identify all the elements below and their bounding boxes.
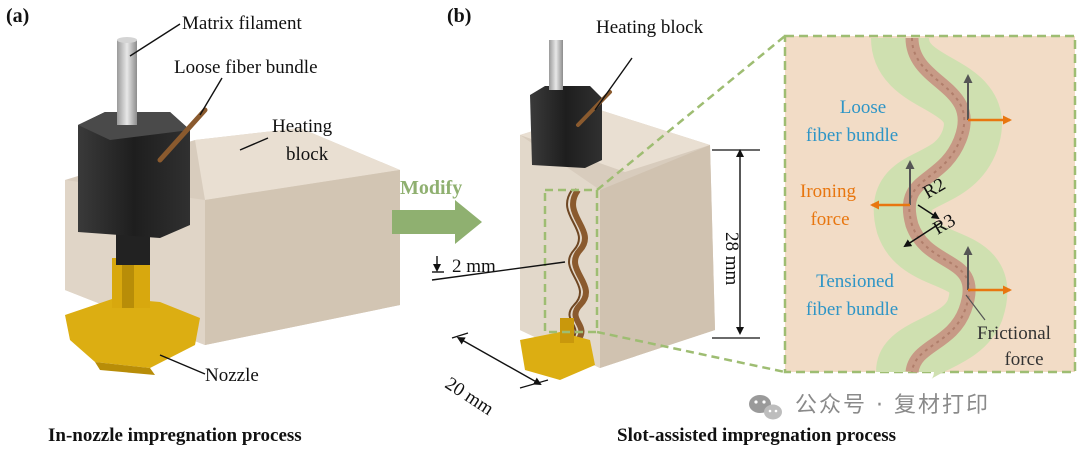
modify-arrow xyxy=(392,200,482,244)
zoom-source-box xyxy=(543,188,599,334)
slot-depth-label: 2 mm xyxy=(452,256,496,277)
heating-block-a-label-line1: Heating xyxy=(272,116,333,137)
tensioned-label-line2: fiber bundle xyxy=(805,299,899,320)
fiber-bundle-zoom xyxy=(902,37,976,374)
frictional-label-line2: force xyxy=(1004,349,1044,370)
tensioned-label-line1: Tensioned xyxy=(816,271,894,292)
loose-fiber-bundle-label: Loose fiber bundle xyxy=(174,57,318,78)
nozzle-a xyxy=(65,298,200,368)
heating-block-a-top xyxy=(195,128,400,200)
matrix-filament-rod xyxy=(117,40,137,125)
panel-a-caption: In-nozzle impregnation process xyxy=(48,425,302,446)
height-dimension-label: 28 mm xyxy=(721,232,742,286)
print-head-a xyxy=(78,112,190,238)
ironing-label-line2: force xyxy=(810,209,850,230)
heating-block-a-side xyxy=(205,170,400,345)
watermark-text: 公众号 · 复材打印 xyxy=(795,393,990,418)
heating-block-b-label: Heating block xyxy=(596,17,704,38)
nozzle-b xyxy=(520,332,595,380)
loose-label-line1: Loose xyxy=(839,97,887,118)
nozzle-label: Nozzle xyxy=(205,365,259,386)
panel-b-caption: Slot-assisted impregnation process xyxy=(617,425,897,446)
heating-block-a-label-line2: block xyxy=(286,144,329,165)
matrix-filament-label: Matrix filament xyxy=(182,13,302,34)
matrix-filament-rod-b xyxy=(549,40,563,90)
zoom-panel xyxy=(783,34,1077,382)
panel-a-illustration xyxy=(65,23,400,375)
heating-block-b-side xyxy=(600,145,715,368)
slot-fiber-b xyxy=(570,188,589,342)
print-head-b xyxy=(530,86,602,168)
wechat-icon xyxy=(749,395,782,420)
panel-b-illustration xyxy=(431,35,786,389)
width-dimension-line xyxy=(456,337,542,385)
modify-label: Modify xyxy=(400,177,463,199)
loose-fiber-a xyxy=(157,107,208,163)
ironing-label-line1: Ironing xyxy=(800,181,856,202)
panel-b-label: (b) xyxy=(447,5,472,27)
panel-a-label: (a) xyxy=(6,5,30,27)
loose-label-line2: fiber bundle xyxy=(805,125,899,146)
frictional-label-line1: Frictional xyxy=(977,323,1051,344)
